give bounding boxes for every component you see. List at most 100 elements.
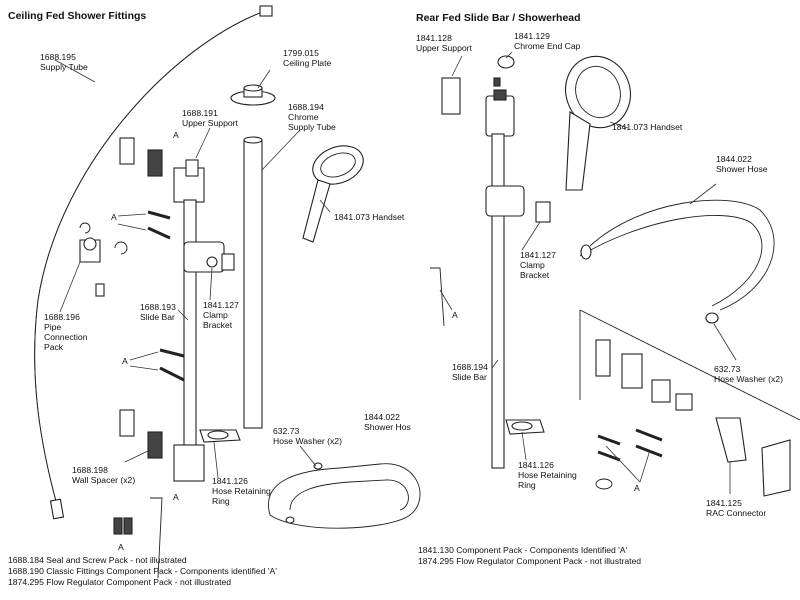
part-desc: Shower Hose [716,164,768,174]
allen-key-left [150,497,163,579]
label-end-cap: 1841.129 Chrome End Cap [514,31,580,51]
part-desc: Shower Hos [364,422,411,432]
part-number: 1841.125 [706,498,742,508]
part-number: 1688.194 [452,362,488,372]
part-number: 632.73 [714,364,741,374]
part-number: 1688.195 [40,52,76,62]
label-slide-bar-right: 1688.194 Slide Bar [452,362,488,382]
part-number: 1841.127 [203,300,239,310]
label-clamp-bracket-left: 1841.127 Clamp Bracket [203,300,239,330]
allen-key-right [430,267,445,327]
a-marker: A [452,310,458,320]
handset-illustration-left [302,145,364,243]
shower-hose-illustration-right [579,199,775,324]
part-desc: Hose Washer (x2) [273,436,342,446]
right-notes: 1841.130 Component Pack - Components Ide… [418,545,641,567]
left-section-title: Ceiling Fed Shower Fittings [8,10,147,22]
part-desc: Pipe [44,322,62,332]
upper-support-illustration-right [441,77,515,137]
note-line: 1688.190 Classic Fittings Component Pack… [8,566,277,576]
label-hose-retaining-ring-left: 1841.126 Hose Retaining Ring [212,476,271,506]
part-number: 1841.126 [518,460,554,470]
part-desc: Chrome End Cap [514,41,581,51]
ceiling-plate-illustration [230,84,276,106]
part-desc: Wall Spacer (x2) [72,475,136,485]
part-desc: Hose Washer (x2) [714,374,783,384]
clamp-bracket-illustration [183,241,235,273]
part-number: 1688.196 [44,312,80,322]
label-clamp-bracket-right: 1841.127 Clamp Bracket [520,250,556,280]
part-desc: RAC Connector [706,508,767,518]
part-desc: Ceiling Plate [283,58,332,68]
label-chrome-supply-tube: 1688.194 Chrome Supply Tube [288,102,336,132]
part-number: 1841.128 [416,33,452,43]
part-number: 1841.126 [212,476,248,486]
label-upper-support: 1688.191 Upper Support [182,108,238,128]
part-desc: Chrome [288,112,319,122]
bracket-parts-upper [119,137,163,177]
label-wall-spacer: 1688.198 Wall Spacer (x2) [72,465,135,485]
part-desc: Supply Tube [288,122,336,132]
screw-caps-left [113,517,133,535]
screws-upper [147,210,171,240]
right-section-title: Rear Fed Slide Bar / Showerhead [416,12,581,24]
part-desc: Hose Retaining [518,470,577,480]
part-desc: Slide Bar [140,312,175,322]
pipe-connection-parts [79,222,128,297]
left-notes: 1688.184 Seal and Screw Pack - not illus… [8,555,277,588]
part-desc: Supply Tube [40,62,88,72]
chrome-supply-tube-illustration [243,136,263,429]
part-number: 632.73 [273,426,300,436]
part-desc: Ring [518,480,536,490]
part-number: 1844.022 [364,412,400,422]
label-hose-washer-right: 632.73 Hose Washer (x2) [714,364,783,384]
hose-retaining-ring-illustration-right [505,419,545,435]
part-desc: Upper Support [182,118,238,128]
part-desc: Bracket [203,320,233,330]
handset-illustration-right [565,55,631,191]
a-marker: A [173,492,179,502]
label-slide-bar-left: 1688.193 Slide Bar [140,302,176,322]
label-supply-tube: 1688.195 Supply Tube [40,52,88,72]
label-handset-left: 1841.073 Handset [334,212,405,222]
label-rac-connector: 1841.125 RAC Connector [706,498,766,518]
part-desc: Slide Bar [452,372,487,382]
screws-right [595,428,663,490]
a-marker: A [111,212,117,222]
hose-retaining-ring-illustration [199,429,241,443]
note-line: 1874.295 Flow Regulator Component Pack -… [8,577,232,587]
part-desc: Connection [44,332,88,342]
part-number: 1688.198 [72,465,108,475]
part-desc: Clamp [520,260,545,270]
part-desc: Clamp [203,310,228,320]
a-marker: A [634,483,640,493]
a-marker: A [118,542,124,552]
screws-lower [159,348,185,382]
label-shower-hose-left: 1844.022 Shower Hos [364,412,411,432]
a-marker: A [173,130,179,140]
part-number: 1841.127 [520,250,556,260]
end-cap-illustration [493,55,515,87]
label-hose-retaining-ring-right: 1841.126 Hose Retaining Ring [518,460,577,490]
part-desc: Bracket [520,270,550,280]
shower-hose-loop-left [268,462,421,529]
label-ceiling-plate: 1799.015 Ceiling Plate [283,48,331,68]
part-number: 1844.022 [716,154,752,164]
part-desc: Pack [44,342,64,352]
label-pipe-connection-pack: 1688.196 Pipe Connection Pack [44,312,87,352]
part-desc: Upper Support [416,43,472,53]
label-hose-washer-left: 632.73 Hose Washer (x2) [273,426,342,446]
wall-panel-illustration [579,309,800,497]
slide-bar-illustration-right [485,133,551,469]
part-desc: Ring [212,496,230,506]
part-number: 1799.015 [283,48,319,58]
note-line: 1688.184 Seal and Screw Pack - not illus… [8,555,187,565]
a-marker: A [122,356,128,366]
upper-support-illustration [173,159,205,203]
part-number: 1688.193 [140,302,176,312]
label-upper-support-right: 1841.128 Upper Support [416,33,472,53]
part-number: 1688.194 [288,102,324,112]
note-line: 1874.295 Flow Regulator Component Pack -… [418,556,642,566]
note-line: 1841.130 Component Pack - Components Ide… [418,545,628,555]
